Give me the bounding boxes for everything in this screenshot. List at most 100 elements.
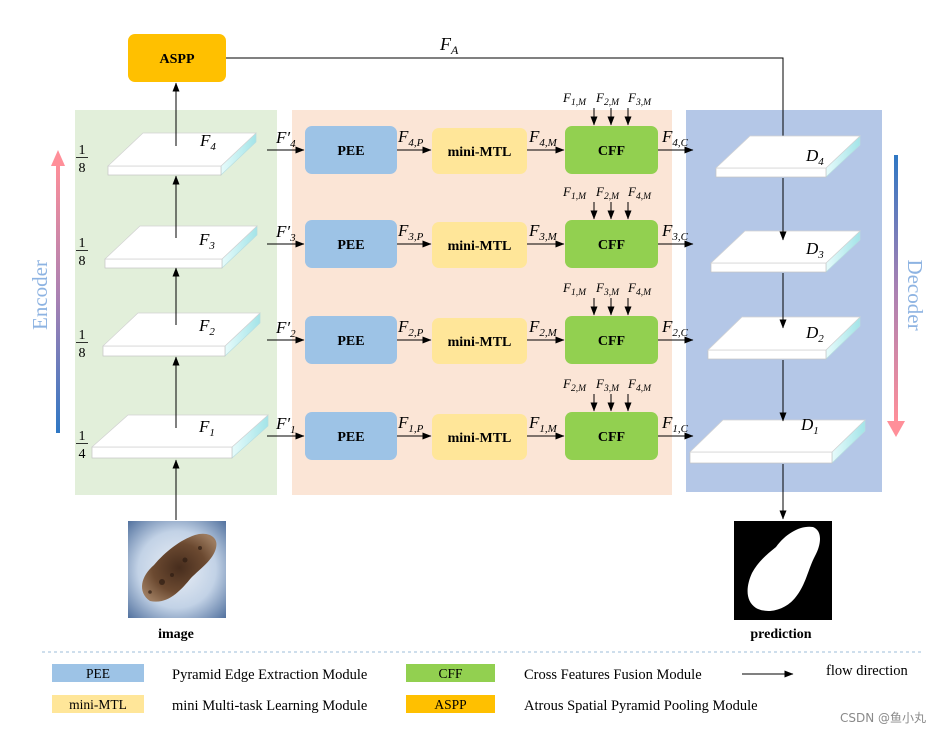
row-4-cff-output-label-sub: 4,C xyxy=(672,137,688,149)
row-1-cff-output-label: F1,C xyxy=(661,413,689,435)
row-4-cff-box-label: CFF xyxy=(598,144,625,159)
row-2-cff-input-label-2-base: F xyxy=(595,280,605,295)
row-4-cff-input-label-3-sub: 3,M xyxy=(635,98,652,108)
encoder-feature-F3-front xyxy=(104,258,223,269)
row-2-cff-input-label-3: F4,M xyxy=(627,280,652,298)
decoder-feature-D2-top xyxy=(707,316,861,351)
scale-numerator-F2: 1 xyxy=(79,328,86,343)
row-4-cff-input-label-3-base: F xyxy=(627,90,637,105)
prediction-caption: prediction xyxy=(750,627,811,642)
row-1-cff-input-label-3: F4,M xyxy=(627,376,652,394)
decoder-feature-label-D2: D2 xyxy=(805,323,824,345)
decoder-feature-D4-top xyxy=(715,135,861,169)
row-2-cff-input-label-1: F1,M xyxy=(562,280,587,298)
row-2-input-label: F′2 xyxy=(275,318,296,340)
row-1-cff-output-label-base: F xyxy=(661,413,673,432)
encoder-feature-label-F4-base: F xyxy=(199,131,211,150)
decoder-feature-label-D4-sub: 4 xyxy=(818,156,824,168)
legend-swatch xyxy=(52,664,144,682)
aspp-output-label: FA xyxy=(439,34,459,57)
row-4-mini-mtl-box-label: mini-MTL xyxy=(448,145,512,160)
row-1-cff-input-label-1-sub: 2,M xyxy=(571,384,587,394)
aspp-output-label-sub: A xyxy=(450,43,459,57)
decoder-feature-label-D3-sub: 3 xyxy=(817,249,824,261)
encoder-feature-label-F3-base: F xyxy=(198,230,210,249)
decoder-feature-label-D1-sub: 1 xyxy=(813,425,819,437)
row-3-cff-input-label-1: F1,M xyxy=(562,184,587,202)
row-4-mini-mtl-output-label: F4,M xyxy=(528,127,558,149)
row-3-cff-box-shape xyxy=(565,220,658,268)
encoder-feature-label-F3-sub: 3 xyxy=(208,240,215,252)
decoder-feature-label-D2-base: D xyxy=(805,323,819,342)
encoder-direction-shaft xyxy=(56,163,60,433)
row-3-pee-box: PEE xyxy=(305,220,397,268)
row-1-pee-box: PEE xyxy=(305,412,397,460)
row-2-pee-box-label: PEE xyxy=(337,334,364,349)
encoder-feature-label-F3: F3 xyxy=(198,230,215,252)
row-1-mini-mtl-box-shape xyxy=(432,414,527,460)
row-2-cff-box-shape xyxy=(565,316,658,364)
aspp-box: ASPP xyxy=(128,34,226,82)
row-2-pee-box: PEE xyxy=(305,316,397,364)
row-4-pee-output-label-base: F xyxy=(397,127,409,146)
input-image xyxy=(128,521,226,618)
row-1-input-label: F′1 xyxy=(275,414,296,436)
row-3-cff-input-label-1-sub: 1,M xyxy=(571,192,587,202)
row-3-cff-box-label: CFF xyxy=(598,238,625,253)
encoder-feature-F1-front xyxy=(91,446,233,459)
legend-swatch xyxy=(406,664,495,682)
aspp-box-label: ASPP xyxy=(160,52,195,67)
row-1-mini-mtl-output-label-base: F xyxy=(528,413,540,432)
prediction-mask xyxy=(734,521,832,620)
decoder-feature-D1-top xyxy=(689,419,866,453)
decoder-feature-label-D3: D3 xyxy=(805,239,824,261)
scale-fraction-F1: 14 xyxy=(76,429,88,462)
row-3-pee-box-shape xyxy=(305,220,397,268)
row-1-cff-input-label-3-sub: 4,M xyxy=(636,384,652,394)
row-2-cff-input-label-2: F3,M xyxy=(595,280,620,298)
encoder-feature-F4-top xyxy=(107,132,257,167)
row-2-cff-input-label-1-sub: 1,M xyxy=(571,288,587,298)
decoder-feature-label-D1-base: D xyxy=(800,415,814,434)
row-1-pee-output-label-sub: 1,P xyxy=(408,423,423,435)
legend-description: mini Multi-task Learning Module xyxy=(172,698,367,714)
arrow-ASPP-to-D4 xyxy=(226,57,787,148)
row-4-cff-input-label-3: F3,M xyxy=(627,90,652,108)
row-2-cff-output-label-sub: 2,C xyxy=(672,327,688,339)
input-image-lesion-spot xyxy=(148,590,152,594)
row-3-pee-output-label-sub: 3,P xyxy=(407,231,423,243)
legend-item: mini-MTL mini Multi-task Learning Module xyxy=(52,695,367,714)
row-4-mini-mtl-output-label-base: F xyxy=(528,127,540,146)
row-3-cff-input-label-2: F2,M xyxy=(595,184,620,202)
row-3-mini-mtl-output-label-sub: 3,M xyxy=(538,231,557,243)
decoder-feature-label-D3-base: D xyxy=(805,239,819,258)
encoder-feature-label-F4-sub: 4 xyxy=(210,141,216,153)
row-1-cff-input-label-1-base: F xyxy=(562,376,572,391)
row-1-cff-input-label-1: F2,M xyxy=(562,376,587,394)
row-1-cff-input-label-2-sub: 3,M xyxy=(603,384,620,394)
row-1-pee-output-label-base: F xyxy=(397,413,409,432)
legend-swatch-label: mini-MTL xyxy=(69,697,127,712)
row-4-input-label: F′4 xyxy=(275,128,296,150)
decoder-title: Decoder xyxy=(903,259,927,330)
legend-swatch-label: PEE xyxy=(86,666,110,681)
watermark: CSDN @鱼小丸 xyxy=(840,711,926,725)
input-image-lesion-spot xyxy=(198,546,202,550)
legend-description: Atrous Spatial Pyramid Pooling Module xyxy=(524,698,758,714)
row-2-cff-input-label-1-base: F xyxy=(562,280,572,295)
input-image-lesion-spot xyxy=(182,557,188,563)
row-2-mini-mtl-box-label: mini-MTL xyxy=(448,335,512,350)
encoder-feature-F1 xyxy=(91,414,269,459)
row-4-cff-input-label-2-base: F xyxy=(595,90,605,105)
row-4-cff-output-label-base: F xyxy=(661,127,673,146)
row-2-cff-output-label: F2,C xyxy=(661,317,689,339)
legend-swatch-label: CFF xyxy=(438,666,463,681)
row-4-pee-box-label: PEE xyxy=(337,144,364,159)
scale-denominator-F4: 8 xyxy=(79,161,86,176)
row-1-pee-box-shape xyxy=(305,412,397,460)
decoder-feature-D3 xyxy=(710,230,861,273)
input-image-lesion xyxy=(142,533,217,602)
decoder-feature-D4 xyxy=(715,135,861,178)
